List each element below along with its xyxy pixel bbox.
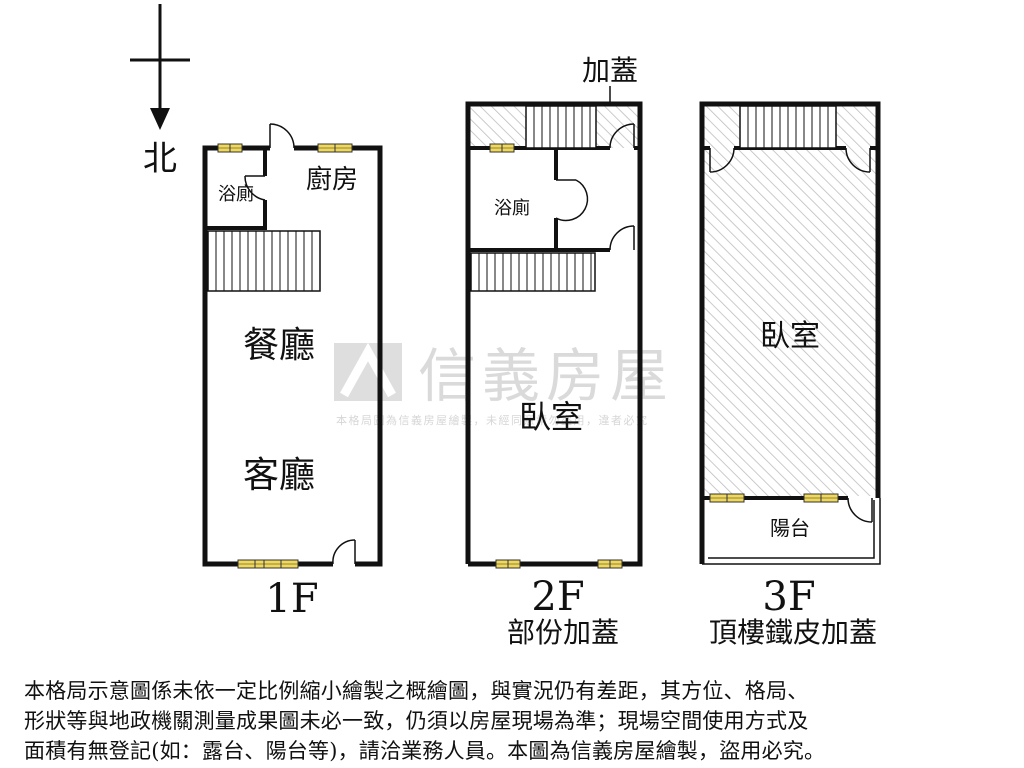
3f-door-left (709, 147, 735, 173)
2f-subtitle: 部份加蓋 (507, 616, 619, 649)
3f-balcony-rail (702, 498, 881, 565)
3f-floor-label: 3F (762, 574, 815, 620)
2f-walls (465, 101, 643, 567)
2f-bedroom-label: 臥室 (519, 398, 583, 436)
3f-bedroom-area (704, 106, 876, 496)
watermark: 信義房屋 本格局圖為信義房屋繪製，未經同意請勿盜用，違者必究 (334, 342, 674, 427)
disclaimer-line-1: 本格局示意圖係未依一定比例縮小繪製之概繪圖，與實況仍有差距，其方位、格局、 (24, 679, 809, 703)
2f-bath-label: 浴廁 (494, 197, 530, 219)
1f-kitchen-label: 廚房 (306, 165, 358, 195)
3f-subtitle: 頂樓鐵皮加蓋 (709, 616, 877, 649)
1f-bath-door (244, 175, 266, 201)
disclaimer-line-2: 形狀等與地政機關測量成果圖未必一致，仍須以房屋現場為準；現場空間使用方式及 (24, 709, 809, 733)
north-label: 北 (143, 139, 177, 179)
1f-living-label: 客廳 (243, 455, 315, 496)
2f-floor-label: 2F (531, 574, 584, 620)
2f-bath-door (555, 179, 589, 222)
3f-stairs (739, 105, 837, 149)
2f-bedroom-door (609, 225, 635, 251)
2f-stairs (470, 252, 596, 292)
1f-dining-label: 餐廳 (243, 325, 315, 366)
1f-stairs (207, 230, 321, 292)
brand-logo-icon (334, 342, 402, 401)
1f-kitchen-door (269, 123, 295, 149)
2f-addition-door (609, 123, 635, 149)
1f-entry-door (332, 539, 356, 565)
2f-addition-stairs (525, 105, 597, 149)
3f-bedroom-label: 臥室 (760, 319, 820, 354)
floor-3f: 臥室 陽台 3F 頂樓鐵皮加蓋 (699, 101, 881, 649)
3f-door-right (845, 147, 871, 173)
floor-1f: 浴廁 廚房 餐廳 客廳 1F (202, 123, 383, 622)
3f-balcony-label: 陽台 (770, 516, 810, 540)
disclaimer: 本格局示意圖係未依一定比例縮小繪製之概繪圖，與實況仍有差距，其方位、格局、 形狀… (24, 676, 1004, 766)
disclaimer-line-3: 面積有無登記(如：露台、陽台等)，請洽業務人員。本圖為信義房屋繪製，盜用必究。 (24, 739, 826, 763)
3f-balcony-door (847, 497, 873, 523)
2f-addition-label: 加蓋 (582, 54, 638, 87)
watermark-notice: 本格局圖為信義房屋繪製，未經同意請勿盜用，違者必究 (336, 413, 649, 427)
watermark-brand: 信義房屋 (418, 342, 674, 410)
1f-bath-label: 浴廁 (218, 183, 254, 205)
north-arrow: 北 (130, 4, 190, 179)
1f-floor-label: 1F (265, 576, 318, 622)
floor-2f: 加蓋 浴廁 臥室 2F 部份加蓋 (465, 54, 643, 649)
